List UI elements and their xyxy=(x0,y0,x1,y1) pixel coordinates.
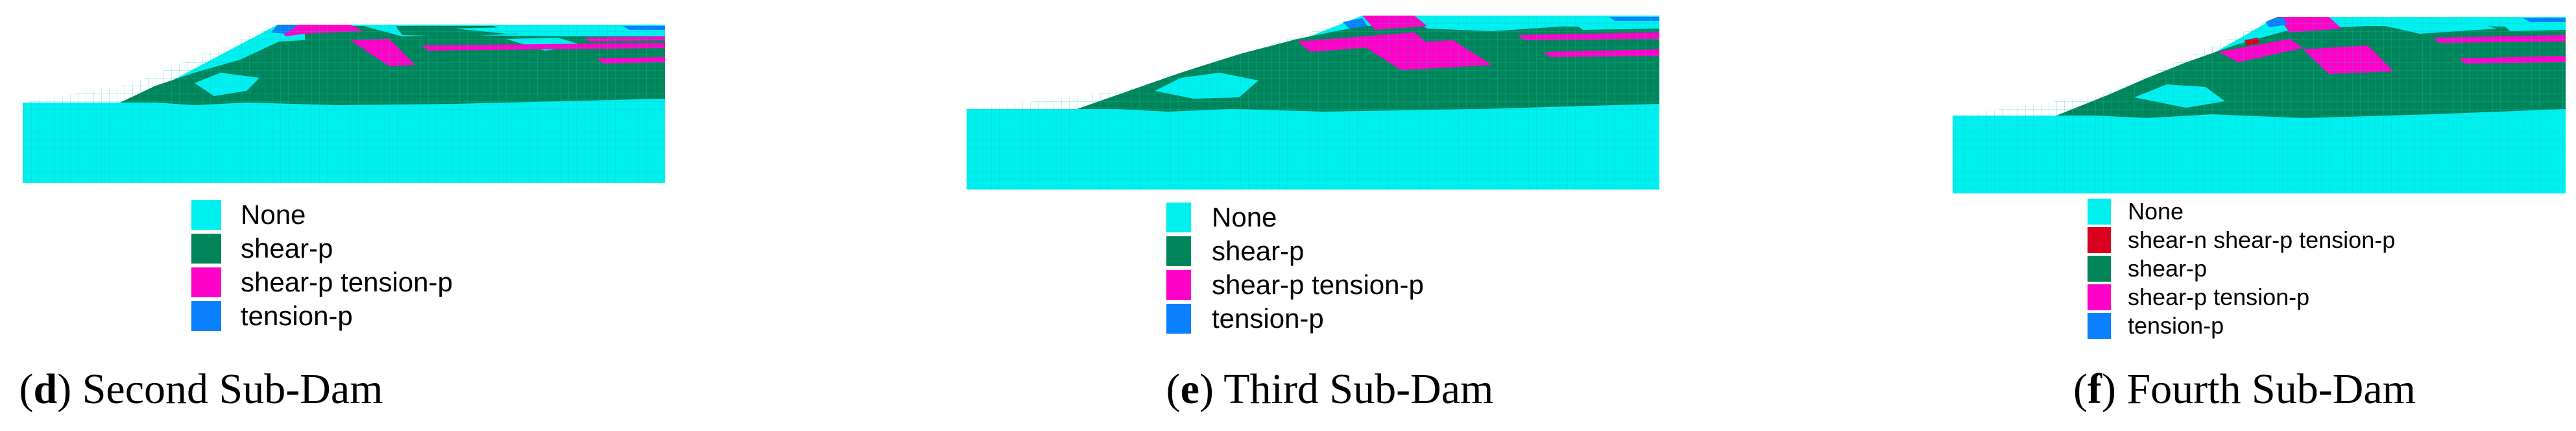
dam-plastic-zone-diagram xyxy=(967,16,1659,190)
caption-letter: d xyxy=(33,365,58,413)
legend-swatch xyxy=(1166,236,1191,266)
panel-second-sub-dam: None shear-p shear-p tension-p tension-p… xyxy=(0,0,843,431)
legend-label: shear-p xyxy=(1212,236,1305,266)
legend-swatch xyxy=(2088,256,2111,282)
panel-caption: (e) Third Sub-Dam xyxy=(1166,365,1494,413)
legend-row: shear-p xyxy=(191,233,333,264)
legend-row: None xyxy=(2088,198,2184,225)
caption-title: Third Sub-Dam xyxy=(1223,365,1494,413)
legend-label: None xyxy=(241,199,306,230)
legend-label: None xyxy=(1212,202,1277,232)
legend-label: tension-p xyxy=(241,301,353,331)
legend-row: shear-p xyxy=(2088,255,2208,282)
legend-row: tension-p xyxy=(1166,303,1324,334)
legend-swatch xyxy=(191,301,221,331)
legend-row: None xyxy=(191,199,306,230)
legend-row: None xyxy=(1166,202,1277,232)
legend-row: shear-p tension-p xyxy=(2088,284,2309,310)
legend-row: shear-p tension-p xyxy=(1166,269,1424,300)
legend-row: tension-p xyxy=(191,301,353,331)
legend-swatch xyxy=(2088,284,2111,310)
legend-swatch xyxy=(1166,304,1191,334)
legend-swatch xyxy=(191,267,221,297)
panel-caption: (f) Fourth Sub-Dam xyxy=(2073,365,2416,413)
dam-plastic-zone-diagram xyxy=(23,25,665,183)
legend-row: shear-p tension-p xyxy=(191,267,453,297)
panel-third-sub-dam: None shear-p shear-p tension-p tension-p… xyxy=(960,0,1803,431)
caption-letter: e xyxy=(1180,365,1199,413)
legend-swatch xyxy=(2088,199,2111,225)
legend-label: shear-p tension-p xyxy=(241,267,453,297)
legend-swatch xyxy=(191,234,221,264)
legend-swatch xyxy=(191,200,221,230)
legend-row: shear-n shear-p tension-p xyxy=(2088,227,2395,253)
legend-swatch xyxy=(2088,313,2111,339)
panel-caption: (d) Second Sub-Dam xyxy=(19,365,383,413)
legend-row: shear-p xyxy=(1166,236,1304,266)
panel-fourth-sub-dam: None shear-n shear-p tension-p shear-p s… xyxy=(1940,0,2576,431)
legend-label: shear-p xyxy=(2128,255,2208,282)
legend-label: shear-p tension-p xyxy=(2128,284,2310,310)
legend-swatch xyxy=(1166,270,1191,300)
legend-label: shear-p xyxy=(241,233,333,264)
caption-title: Second Sub-Dam xyxy=(82,365,383,413)
legend-label: shear-n shear-p tension-p xyxy=(2128,227,2396,253)
legend-label: None xyxy=(2128,198,2184,225)
legend-label: tension-p xyxy=(1212,303,1324,334)
legend-label: shear-p tension-p xyxy=(1212,269,1424,300)
legend-label: tension-p xyxy=(2128,312,2224,339)
caption-letter: f xyxy=(2088,365,2102,413)
caption-title: Fourth Sub-Dam xyxy=(2126,365,2416,413)
legend-row: tension-p xyxy=(2088,312,2224,339)
legend-swatch xyxy=(1166,203,1191,232)
legend-swatch xyxy=(2088,227,2111,253)
dam-plastic-zone-diagram xyxy=(1953,17,2566,193)
